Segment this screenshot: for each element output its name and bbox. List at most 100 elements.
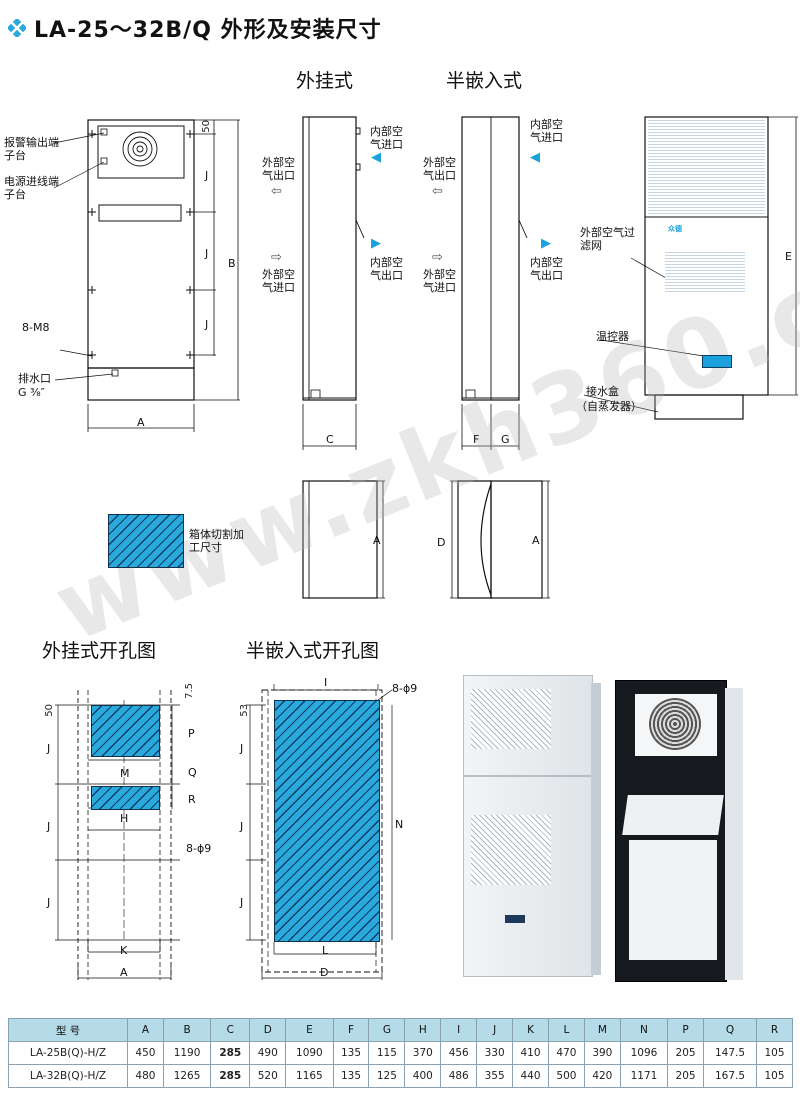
dim-A-top-semi: A (532, 534, 540, 547)
rear-lower-grille (665, 250, 745, 292)
product-photo-front (455, 665, 603, 985)
label-holes-phi9-wall: 8-ϕ9 (186, 842, 212, 855)
dim-D-top: D (437, 536, 446, 549)
installation-drawing (53, 116, 798, 980)
dim-G: G (501, 433, 510, 446)
table-header-B: B (162, 1018, 212, 1042)
dim-F: F (473, 433, 480, 446)
table-header-A: A (127, 1018, 164, 1042)
table-header-R: R (756, 1018, 793, 1042)
thermostat-icon (702, 355, 732, 368)
dim-50-cutout: 50 (44, 704, 55, 717)
front-view (53, 119, 240, 432)
arrow-right-outline-icon: ⇨ (271, 250, 282, 265)
page-title-text: LA-25～32B/Q 外形及安装尺寸 (34, 18, 382, 43)
table-cell-N: 1171 (619, 1064, 669, 1088)
dim-B: B (228, 257, 236, 270)
table-header-P: P (667, 1018, 705, 1042)
table-cell-P: 205 (667, 1041, 705, 1065)
label-water-box: 接水盒 (586, 385, 619, 398)
page-title: LA-25～32B/Q 外形及安装尺寸 (8, 12, 382, 44)
label-int-in-2: 内部空气进口 (530, 118, 563, 144)
table-cell-P: 205 (667, 1064, 705, 1088)
fan-icon (122, 131, 158, 167)
table-header-model: 型 号 (8, 1018, 128, 1042)
label-water-box-note: （自蒸发器） (576, 400, 642, 413)
table-cell-I: 486 (440, 1064, 478, 1088)
dim-E: E (785, 250, 792, 263)
cutout-upper (91, 705, 160, 757)
table-header-F: F (332, 1018, 370, 1042)
dim-A-cutout: A (120, 966, 128, 979)
table-header-Q: Q (703, 1018, 757, 1042)
dim-J-2: J (205, 247, 209, 260)
legend-label: 箱体切割加工尺寸 (189, 528, 244, 554)
arrow-right-filled-icon: ▶ (541, 236, 551, 251)
table-cell-C: 285 (210, 1064, 251, 1088)
rear-upper-grille (648, 118, 765, 214)
label-alarm-terminal: 报警输出端子台 (4, 136, 59, 162)
dim-R: R (188, 793, 196, 806)
table-cell-H: 370 (404, 1041, 442, 1065)
label-ext-out-1: 外部空气出口 (262, 156, 295, 182)
table-cell-M: 390 (583, 1041, 621, 1065)
table-header-M: M (583, 1018, 621, 1042)
cutout-full (274, 700, 380, 942)
table-cell-K: 440 (512, 1064, 549, 1088)
arrow-left-outline-icon: ⇦ (432, 184, 443, 199)
product-photo-back (615, 680, 745, 990)
table-cell-E: 1165 (285, 1064, 334, 1088)
label-ext-in-1: 外部空气进口 (262, 268, 295, 294)
label-holes-phi9-semi: 8-ϕ9 (392, 682, 418, 695)
table-cell-K: 410 (512, 1041, 549, 1065)
table-cell-L: 470 (547, 1041, 585, 1065)
rear-view (583, 116, 798, 420)
table-header-H: H (404, 1018, 442, 1042)
top-view-wall (302, 480, 385, 599)
table-cell-J: 355 (476, 1064, 514, 1088)
label-int-out-1: 内部空气出口 (370, 256, 403, 282)
dim-Q: Q (188, 766, 197, 779)
dim-J-c3: J (47, 896, 51, 909)
label-ext-in-2: 外部空气进口 (423, 268, 456, 294)
table-cell-model: LA-25B(Q)-H/Z (8, 1041, 128, 1065)
cutout-lower (91, 786, 160, 810)
table-cell-model: LA-32B(Q)-H/Z (8, 1064, 128, 1088)
table-cell-F: 135 (332, 1041, 370, 1065)
table-header-G: G (368, 1018, 406, 1042)
dim-J-3: J (205, 318, 209, 331)
arrow-right-outline-icon: ⇨ (432, 250, 443, 265)
title-semi-cutout: 半嵌入式开孔图 (246, 640, 380, 662)
table-cell-G: 115 (368, 1041, 406, 1065)
table-header-E: E (285, 1018, 334, 1042)
table-cell-F: 135 (332, 1064, 370, 1088)
side-view-semi (461, 116, 528, 450)
label-drain: 排水口 (18, 372, 51, 385)
label-int-out-2: 内部空气出口 (530, 256, 563, 282)
table-cell-D: 490 (249, 1041, 287, 1065)
dim-P: P (188, 727, 195, 740)
arrow-left-filled-icon: ◀ (371, 150, 381, 165)
diamond-bullet-icon (8, 19, 26, 37)
table-cell-Q: 147.5 (703, 1041, 757, 1065)
arrow-left-filled-icon: ◀ (530, 150, 540, 165)
dim-50-front: 50 (201, 120, 212, 133)
dim-J-c2: J (47, 820, 51, 833)
dim-J-s3: J (240, 896, 244, 909)
table-cell-I: 456 (440, 1041, 478, 1065)
dim-53: 53 (239, 704, 250, 717)
title-semi-embed: 半嵌入式 (446, 70, 523, 92)
table-cell-B: 1190 (162, 1041, 212, 1065)
table-cell-N: 1096 (619, 1041, 669, 1065)
label-thermostat: 温控器 (596, 330, 629, 343)
table-cell-R: 105 (756, 1064, 793, 1088)
dim-A-front: A (137, 416, 145, 429)
label-drain-size: G ³⁄₈″ (18, 386, 45, 399)
dim-H: H (120, 812, 129, 825)
table-header-N: N (619, 1018, 669, 1042)
dim-J-s2: J (240, 820, 244, 833)
dim-J-1: J (205, 169, 209, 182)
